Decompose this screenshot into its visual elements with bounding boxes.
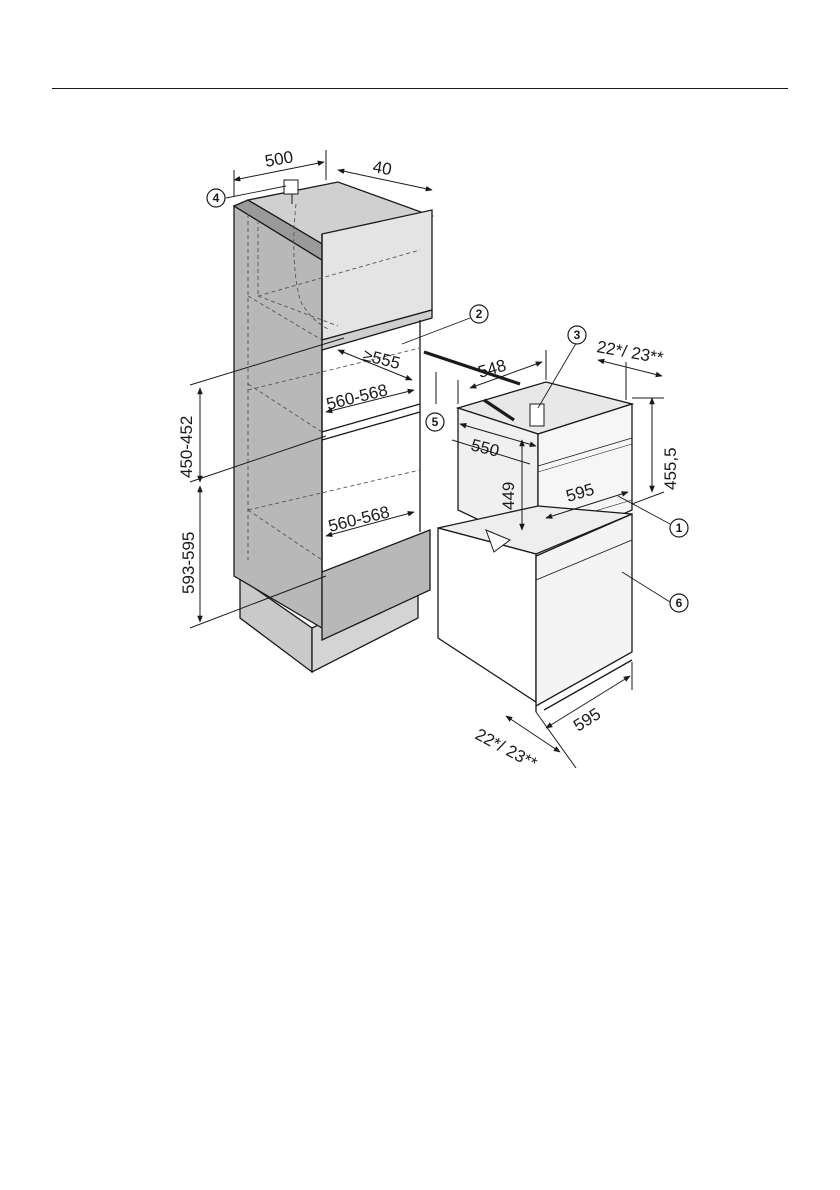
callout-circle-2 (469, 304, 489, 324)
callout-numbers: 1 2 3 4 5 6 (213, 191, 683, 610)
dim-lower-height: 593-595 (179, 532, 198, 594)
callout-1: 1 (676, 521, 683, 535)
top-connector-box (283, 179, 299, 204)
dim-top-depth: 500 (263, 147, 294, 171)
callout-leaders (225, 185, 671, 603)
callouts (206, 188, 689, 613)
dim-niche-width-lower: 560-568 (326, 502, 391, 536)
callout-6: 6 (676, 596, 683, 610)
oven-appliance (437, 505, 633, 712)
callout-4: 4 (213, 191, 220, 205)
dim-front-thickness-top: 22*/ 23** (595, 337, 665, 367)
dim-appliance-height: 455,5 (661, 447, 680, 490)
callout-circle-5 (425, 412, 445, 432)
dim-oven-width: 595 (570, 704, 604, 735)
top-rule (52, 88, 788, 89)
dim-top-gap: 40 (371, 157, 393, 179)
callout-circle-6 (669, 593, 689, 613)
oven-front (535, 513, 633, 708)
callout-2: 2 (476, 307, 483, 321)
callout-circle-4 (206, 188, 226, 208)
dim-niche-height: 450-452 (177, 416, 196, 478)
callout-circle-3 (567, 325, 587, 345)
dim-niche-depth: ≥555 (361, 345, 402, 373)
dim-body-height: 449 (499, 482, 518, 510)
dimension-lines (189, 150, 665, 769)
callout-5: 5 (432, 415, 439, 429)
cabinet-right-edge (321, 309, 433, 351)
callout-3: 3 (574, 328, 581, 342)
tall-cabinet (232, 181, 434, 674)
cabinet-left-side (233, 204, 323, 630)
dim-niche-width-upper: 560-568 (324, 380, 389, 414)
callout-circle-1 (669, 518, 689, 538)
oven-left-side (437, 527, 537, 704)
cabinet-drawer-front (321, 529, 431, 642)
